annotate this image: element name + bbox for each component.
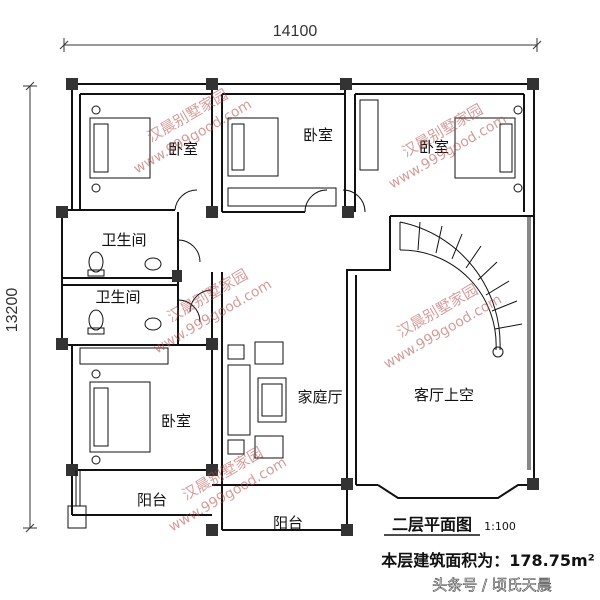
height-dimension: 13200 [4,288,21,333]
bedroom-top-left-label: 卧室 [168,140,198,158]
bedroom-top-mid-label: 卧室 [303,126,333,144]
balcony-bottom-label: 阳台 [273,514,303,532]
floor-area-label: 本层建筑面积为：178.75m² [381,551,594,570]
bathroom-fixtures [87,251,162,335]
credit-watermark: 头条号 / 顷氏天晨 [432,576,552,594]
living-void-label: 客厅上空 [414,386,474,404]
dimension-lines [23,38,542,533]
bedroom-top-right-label: 卧室 [419,138,449,156]
columns [56,78,539,536]
balcony-railings [67,216,531,529]
walls [61,83,535,531]
sofa-set [227,341,287,459]
door-swings [174,189,366,323]
beds [89,105,523,465]
width-dimension: 14100 [273,23,318,40]
plan-scale: 1:100 [484,520,516,533]
wardrobes [79,99,379,365]
room-labels: 卧室 卧室 卧室 卧室 卫生间 卫生间 家庭厅 客厅上空 阳台 阳台 [95,126,474,532]
bedroom-bottom-left-label: 卧室 [161,412,191,430]
watermarks: 汉晨别墅家园 www.999good.com 汉晨别墅家园 www.999goo… [131,85,510,535]
balcony-left-label: 阳台 [137,491,167,509]
bathroom-2-label: 卫生间 [95,288,140,306]
family-hall-label: 家庭厅 [297,388,342,406]
plan-title: 二层平面图 [392,515,472,534]
spiral-staircase [399,221,523,358]
bathroom-1-label: 卫生间 [101,231,146,249]
